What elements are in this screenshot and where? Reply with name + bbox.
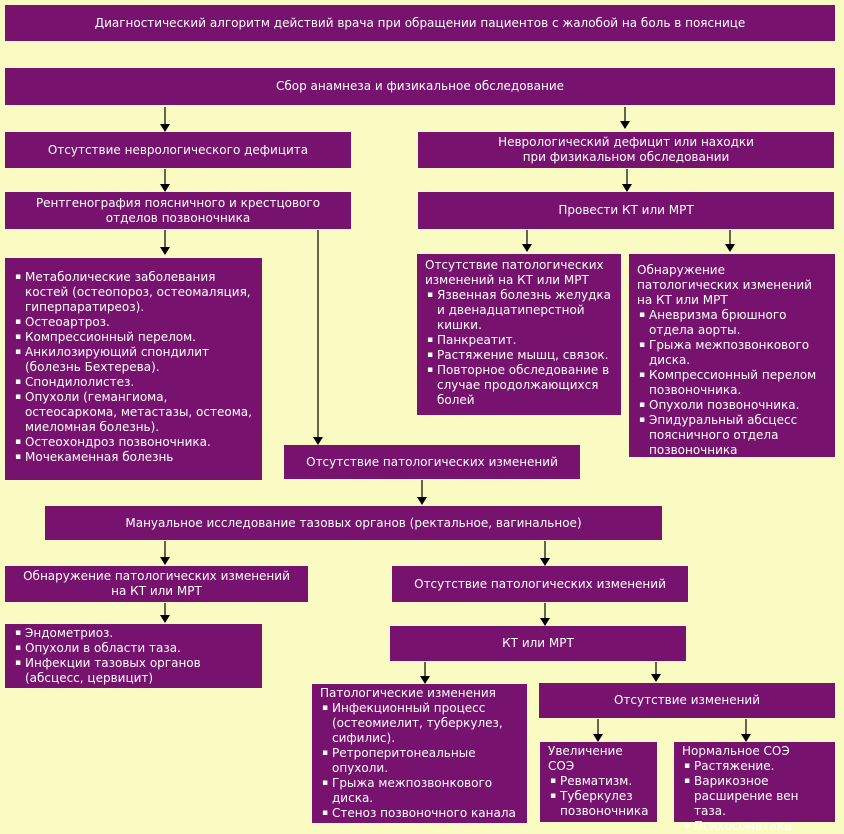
list-item: Компрессионный перелом. — [15, 330, 256, 345]
ct-mri-box: Провести КТ или МРТ — [418, 192, 834, 229]
list-item: Эндометриоз. — [15, 626, 256, 641]
list-item: Опухоли (гемангиома, остеосаркома, метас… — [15, 390, 256, 435]
neuro-deficit-box: Неврологический дефицит или находки при … — [418, 132, 834, 168]
pathology-header: Патологические изменения — [320, 686, 496, 700]
list-item: Компрессионный перелом позвоночника. — [639, 368, 829, 398]
no-changes-box-3: Отсутствие изменений — [539, 683, 835, 718]
list-item: Варикозное расширение вен таза. — [684, 774, 829, 819]
ct-negative-box: Отсутствие патологических изменений на К… — [417, 254, 621, 415]
list-item: Грыжа межпозвонкового диска. — [639, 338, 829, 368]
list-item: Панкреатит. — [427, 333, 615, 348]
list-item: Мочекаменная болезнь — [15, 450, 256, 465]
list-item: Туберкулез позвоночника — [550, 789, 651, 819]
list-item: Эпидуральный абсцесс поясничного отдела … — [639, 413, 829, 458]
list-item: Остеоартроз. — [15, 315, 256, 330]
pathology-box: Патологические изменения Инфекционный пр… — [312, 684, 527, 823]
ct-positive-header: Обнаружение патологических изменений на … — [637, 263, 812, 307]
title-box: Диагностический алгоритм действий врача … — [5, 5, 835, 41]
pelvic-exam-box: Мануальное исследование тазовых органов … — [45, 506, 662, 540]
list-item: Растяжение мышц, связок. — [427, 348, 615, 363]
list-item: Психосоматика — [684, 819, 829, 834]
list-item: Растяжение. — [684, 759, 829, 774]
xray-box: Рентгенография поясничного и крестцового… — [5, 192, 351, 229]
no-changes-box-2: Отсутствие патологических изменений — [392, 566, 688, 602]
list-item: Инфекционный процесс (остеомиелит, тубер… — [322, 701, 521, 746]
no-neuro-deficit-box: Отсутствие неврологического дефицита — [5, 132, 351, 168]
esr-up-box: Увеличение СОЭ Ревматизм. Туберкулез поз… — [540, 742, 657, 822]
esr-normal-box: Нормальное СОЭ Растяжение. Варикозное ра… — [674, 742, 835, 834]
list-item: Метаболические заболевания костей (остео… — [15, 270, 256, 315]
esr-normal-header: Нормальное СОЭ — [682, 744, 790, 758]
list-item: Повторное обследование в случае продолжа… — [427, 363, 615, 408]
no-changes-box-1: Отсутствие патологических изменений — [284, 445, 580, 479]
list-item: Ревматизм. — [550, 774, 651, 789]
xray-findings-list: Метаболические заболевания костей (остео… — [5, 258, 262, 480]
pelvic-findings-list: Эндометриоз. Опухоли в области таза. Инф… — [5, 624, 262, 688]
pelvic-positive-box: Обнаружение патологических изменений на … — [5, 566, 308, 602]
list-item: Опухоли позвоночника. — [639, 398, 829, 413]
list-item: Опухоли в области таза. — [15, 641, 256, 656]
list-item: Аневризма брюшного отдела аорты. — [639, 308, 829, 338]
ct-mri-box-2: КТ или МРТ — [390, 626, 686, 661]
list-item: Грыжа межпозвонкового диска. — [322, 776, 521, 806]
ct-negative-header: Отсутствие патологических изменений на К… — [425, 258, 604, 287]
list-item: Спондилолистез. — [15, 375, 256, 390]
history-exam-box: Сбор анамнеза и физикальное обследование — [5, 68, 835, 105]
esr-up-header: Увеличение СОЭ — [548, 744, 623, 773]
list-item: Язвенная болезнь желудка и двенадцатипер… — [427, 288, 615, 333]
list-item: Стеноз позвоночного канала — [322, 806, 521, 821]
list-item: Анкилозирующий спондилит (болезнь Бехтер… — [15, 345, 256, 375]
list-item: Ретроперитонеальные опухоли. — [322, 746, 521, 776]
ct-positive-box: Обнаружение патологических изменений на … — [629, 254, 835, 457]
list-item: Остеохондроз позвоночника. — [15, 435, 256, 450]
list-item: Инфекции тазовых органов (абсцесс, церви… — [15, 656, 256, 686]
